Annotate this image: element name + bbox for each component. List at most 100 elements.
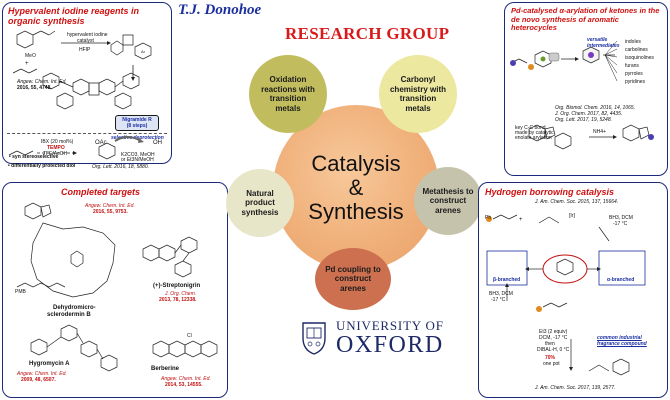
cond-d-3: then bbox=[545, 341, 555, 347]
group-oac: OAc bbox=[95, 140, 107, 146]
hypervalent-ref-journal: Angew. Chem. Int. Ed. bbox=[17, 79, 67, 85]
ir-catalyst: [Ir] bbox=[569, 213, 575, 219]
natural-product-node: Natural product synthesis bbox=[226, 169, 294, 237]
panel-title: Completed targets bbox=[61, 187, 141, 197]
nigramide-name: Nigramide R bbox=[122, 117, 152, 123]
hb-ref-top: J. Am. Chem. Soc. 2015, 137, 15664. bbox=[535, 199, 619, 205]
svg-text:Ar: Ar bbox=[141, 49, 146, 54]
group-leader-name: T.J. Donohoe bbox=[178, 2, 262, 18]
dashed-divider bbox=[7, 133, 167, 134]
strep-ref-detail: 2013, 78, 12338. bbox=[159, 297, 197, 303]
hub-line-1: Catalysis bbox=[311, 151, 401, 176]
cond-d: Et3 (2 equiv) bbox=[539, 329, 568, 335]
reagent-3: TFE/AcOH bbox=[43, 151, 68, 157]
pmb-label: PMB bbox=[15, 289, 26, 295]
pd-ref-3: Org. Lett. 2017, 19, 5248. bbox=[555, 117, 612, 123]
ammonium-reagent: NH4+ bbox=[593, 129, 606, 135]
cond-d-4: DIBAL-H, 0 °C bbox=[537, 347, 570, 353]
alpha-branched: α-branched bbox=[607, 277, 635, 283]
cond-c: BH3, DCM bbox=[489, 291, 513, 297]
key-bond-3: enolate arylation bbox=[515, 135, 552, 141]
reagent-1: IBX (20 mol%) bbox=[41, 139, 74, 145]
carbonyl-chemistry-node: Carbonyl chemistry with transition metal… bbox=[379, 55, 457, 133]
chloride-label: Cl bbox=[187, 333, 192, 339]
carbonyl-label: Carbonyl chemistry with transition metal… bbox=[389, 75, 446, 113]
bullet-2: • differentially protected diol bbox=[8, 163, 76, 169]
oxford-crest-icon bbox=[302, 322, 326, 355]
key-bond-2: made by catalytic bbox=[515, 130, 554, 136]
svg-text:+: + bbox=[25, 61, 29, 67]
product-pyrroles: pyrroles bbox=[625, 71, 643, 77]
panel-title: Hydrogen borrowing catalysis bbox=[485, 187, 615, 197]
yield-value: 70% bbox=[545, 355, 556, 361]
group-oh: OH bbox=[153, 140, 162, 146]
catalyst-label-3: HFIP bbox=[79, 47, 91, 53]
yield-note: one pot bbox=[543, 361, 560, 367]
pd-scheme bbox=[510, 40, 654, 150]
pd-arylation-panel: Pd-catalysed α-arylation of ketones in t… bbox=[504, 2, 668, 176]
natural-product-label: Natural product synthesis bbox=[241, 188, 279, 217]
product-isoquinolines: isoquinolines bbox=[625, 55, 654, 61]
hypervalent-ref-2: Org. Lett. 2016, 18, 5880. bbox=[92, 164, 149, 170]
catalyst-label-2: catalyst bbox=[77, 38, 94, 44]
berb-ref-detail: 2014, 53, 14555. bbox=[165, 382, 203, 388]
nigramide-badge: Nigramide R (8 steps) bbox=[115, 115, 159, 131]
hub-line-3: Synthesis bbox=[308, 199, 404, 224]
product-furans: furans bbox=[625, 63, 639, 69]
oxidation-reactions-node: Oxidation reactions with transition meta… bbox=[249, 55, 327, 133]
fragrance-1: common industrial bbox=[597, 335, 642, 341]
hypervalent-ref-detail: 2016, 55, 4748. bbox=[17, 85, 52, 91]
dehydro-ref-detail: 2016, 55, 9753. bbox=[93, 209, 128, 215]
conditions-2: or Et3N/MeOH bbox=[121, 157, 154, 163]
cond-b: BH3, DCM bbox=[609, 215, 633, 221]
berberine-name: Berberine bbox=[151, 366, 180, 372]
metathesis-node: Metathesis to construct arenes bbox=[414, 167, 482, 235]
product-pyridines: pyridines bbox=[625, 79, 646, 85]
key-bond-1: key C-C bond bbox=[515, 125, 546, 131]
completed-targets-panel: Completed targets bbox=[2, 182, 228, 398]
nigramide-steps: (8 steps) bbox=[126, 123, 148, 129]
metathesis-label: Metathesis to construct arenes bbox=[422, 186, 474, 215]
product-indoles: indoles bbox=[625, 39, 641, 45]
bullet-1: • syn stereoselective bbox=[9, 154, 59, 160]
streptonigrin-name: (+)-Streptonigrin bbox=[153, 283, 201, 289]
catalysis-synthesis-hub: Catalysis & Synthesis bbox=[273, 105, 439, 271]
dehydro-ref-journal: Angew. Chem. Int. Ed. bbox=[85, 203, 135, 209]
pd-coupling-node: Pd coupling to construct arenes bbox=[315, 248, 391, 310]
university-of-text: UNIVERSITY OF bbox=[336, 318, 444, 333]
hb-ref-bottom: J. Am. Chem. Soc. 2017, 139, 2577. bbox=[535, 385, 616, 391]
hub-line-2: & bbox=[348, 175, 364, 200]
hypervalent-scheme-top: MeO + Ar bbox=[12, 30, 152, 110]
conditions-1: K2CO3, MeOH bbox=[121, 152, 155, 158]
cond-c-temp: -17 °C bbox=[491, 297, 506, 303]
dehydro-name-2: sclerodermin B bbox=[47, 312, 91, 318]
hydrogen-borrowing-scheme: + bbox=[486, 214, 646, 376]
beta-branched: β-branched bbox=[493, 277, 521, 283]
oxford-text: OXFORD bbox=[336, 332, 444, 358]
panel-title: Pd-catalysed α-arylation of ketones in t… bbox=[511, 6, 660, 32]
cond-d-2: DCM, -17 °C bbox=[539, 335, 568, 341]
ph-label: Ph bbox=[485, 215, 492, 221]
bullet-list: • syn stereoselective bbox=[9, 154, 58, 161]
hydrogen-borrowing-panel: Hydrogen borrowing catalysis J. Am. Chem… bbox=[478, 182, 668, 398]
catalyst-label-1: hypervalent iodine bbox=[67, 32, 108, 38]
svg-text:+: + bbox=[519, 217, 523, 223]
iodine-oxidation-scheme bbox=[8, 136, 144, 160]
reagent-2: TEMPO bbox=[47, 145, 65, 151]
berb-ref-journal: Angew. Chem. Int. Ed. bbox=[161, 376, 211, 382]
product-carbolines: carbolines bbox=[625, 47, 648, 53]
pd-ref-2: J. Org. Chem. 2017, 82, 4435. bbox=[555, 111, 623, 117]
oxidation-label: Oxidation reactions with transition meta… bbox=[261, 75, 315, 113]
svg-text:MeO: MeO bbox=[25, 53, 36, 59]
versatile-label: versatile intermediates bbox=[587, 37, 620, 49]
hyg-ref-journal: Angew. Chem. Int. Ed. bbox=[17, 371, 67, 377]
hygromycin-name: Hygromycin A bbox=[29, 361, 70, 367]
pd-ref-1: Org. Biomol. Chem. 2016, 14, 1065. bbox=[555, 105, 636, 111]
fragrance-2: fragrance compound bbox=[597, 341, 647, 347]
strep-ref-journal: J. Org. Chem. bbox=[165, 291, 197, 297]
group-title: RESEARCH GROUP bbox=[285, 24, 450, 43]
pd-coupling-label: Pd coupling to construct arenes bbox=[325, 264, 381, 293]
targets-structures bbox=[16, 202, 218, 372]
cond-b-temp: -17 °C bbox=[613, 221, 628, 227]
